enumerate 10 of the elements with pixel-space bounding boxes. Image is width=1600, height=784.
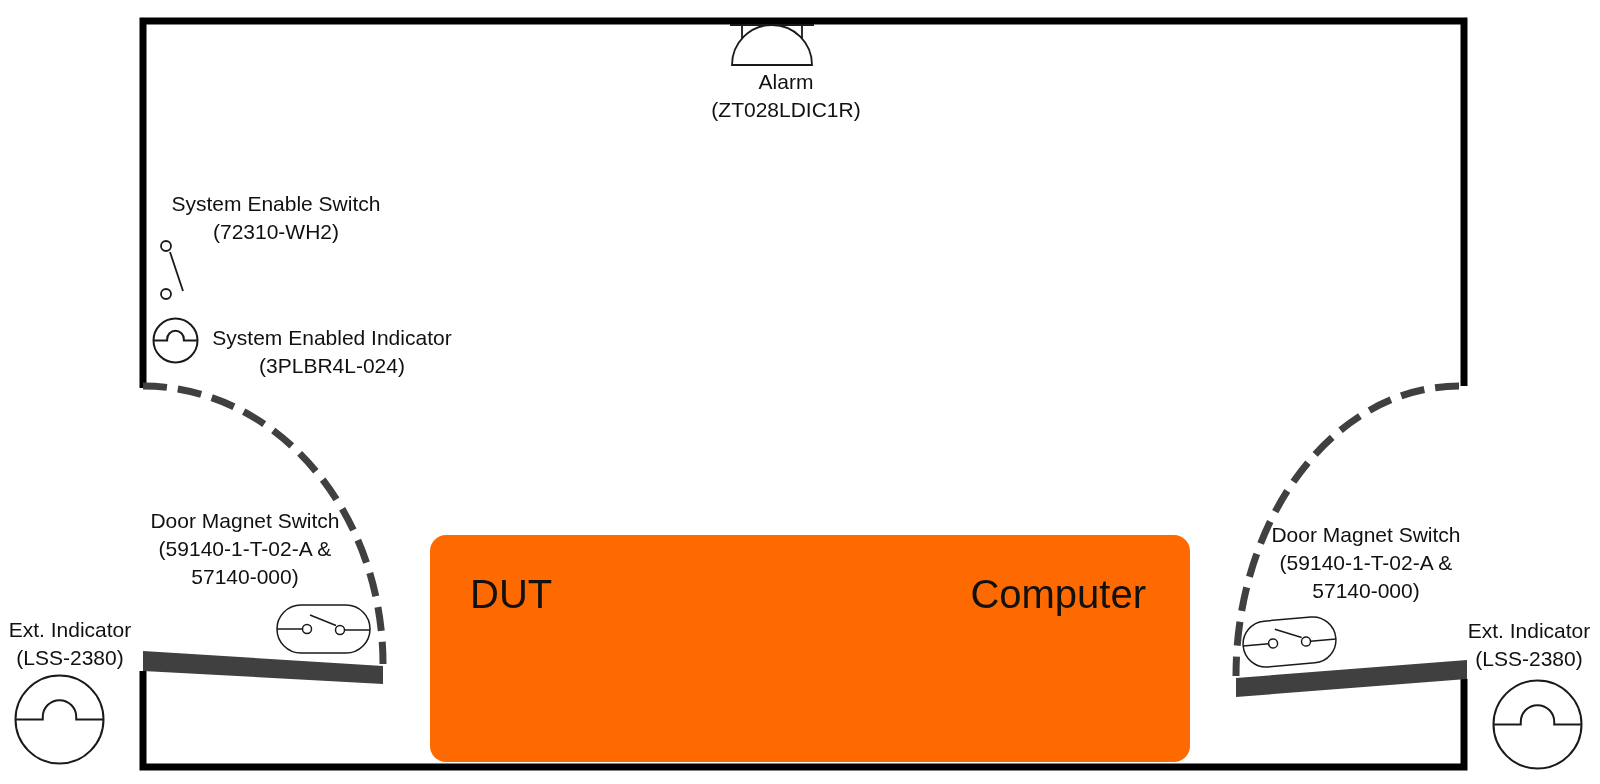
part-label: Door Magnet Switch (59140-1-T-02-A & 57140-000) [1270, 522, 1462, 604]
area-label: Computer [970, 571, 1146, 617]
equipment-area [430, 535, 1190, 762]
part-label: Ext. Indicator (LSS-2380) [8, 617, 132, 671]
area-label: DUT [470, 571, 553, 617]
part-label: System Enabled Indicator (3PLBR4L-024) [211, 325, 453, 379]
part-label: Door Magnet Switch (59140-1-T-02-A & 57140-000) [149, 508, 341, 590]
part-label: System Enable Switch (72310-WH2) [171, 191, 381, 245]
part-label: Alarm (ZT028LDIC1R) [710, 69, 862, 123]
part-label: Ext. Indicator (LSS-2380) [1467, 618, 1591, 672]
